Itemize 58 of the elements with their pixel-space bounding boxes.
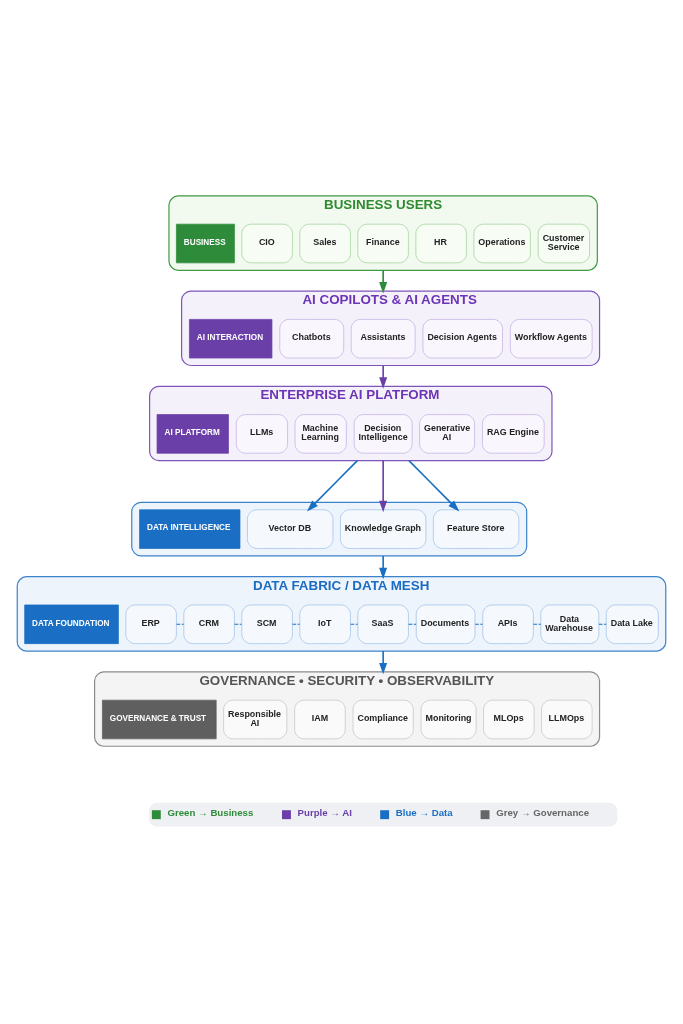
node-box: Vector DB [247, 509, 334, 549]
node-box: BUSINESS [176, 223, 235, 264]
node-box: LLMOps [541, 699, 593, 740]
node-box: Compliance [352, 699, 414, 740]
legend-label: Purple → AI [297, 807, 352, 819]
node-box: Customer Service [537, 223, 590, 264]
arrow [379, 269, 388, 294]
node-box: CRM [183, 604, 235, 644]
node-box: AI INTERACTION [189, 319, 273, 359]
node-box: MLOps [483, 699, 535, 740]
connector [234, 623, 243, 625]
arrow [379, 555, 388, 580]
connector [350, 623, 359, 625]
legend-label: Green → Business [167, 807, 254, 819]
node-box: Generative AI [419, 414, 475, 454]
node-box: Assistants [350, 319, 416, 359]
node-box: ERP [125, 604, 177, 644]
arrow [379, 459, 388, 513]
node-box: DATA FOUNDATION [24, 604, 119, 644]
connector [408, 623, 417, 625]
legend-label: Blue → Data [395, 807, 453, 819]
node-box: Sales [299, 223, 351, 264]
arrow [379, 650, 388, 675]
connector [598, 623, 607, 625]
node-box: Operations [473, 223, 531, 264]
node-box: RAG Engine [482, 414, 545, 454]
node-box: Workflow Agents [509, 319, 593, 359]
node-box: AI PLATFORM [156, 414, 229, 454]
arrow [307, 459, 359, 512]
node-box: Documents [415, 604, 476, 644]
node-box: CIO [241, 223, 293, 264]
node-box: SaaS [357, 604, 409, 644]
connector [532, 623, 542, 625]
node-box: Machine Learning [294, 414, 347, 454]
node-box: LLMs [235, 414, 288, 454]
arrow [408, 459, 460, 512]
node-box: HR [415, 223, 467, 264]
node-box: Knowledge Graph [340, 509, 427, 549]
node-box: IAM [294, 699, 346, 740]
node-box: Feature Store [433, 509, 520, 549]
node-box: DATA INTELLIGENCE [139, 509, 241, 549]
node-box: Data Lake [605, 604, 659, 644]
node-box: Responsible AI [223, 699, 288, 740]
connector [474, 623, 484, 625]
legend-label: Grey → Governance [496, 807, 590, 819]
node-box: Finance [357, 223, 409, 264]
node-box: GOVERNANCE & TRUST [102, 699, 217, 740]
node-box: SCM [241, 604, 293, 644]
arrow [379, 364, 388, 389]
node-box: Chatbots [279, 319, 345, 359]
node-box: Data Warehouse [540, 604, 600, 644]
node-box: Decision Agents [422, 319, 503, 359]
node-box: Monitoring [420, 699, 477, 740]
node-box: APIs [482, 604, 534, 644]
node-box: Decision Intelligence [353, 414, 413, 454]
connector [175, 623, 185, 625]
connector [292, 623, 301, 625]
node-box: IoT [299, 604, 351, 644]
